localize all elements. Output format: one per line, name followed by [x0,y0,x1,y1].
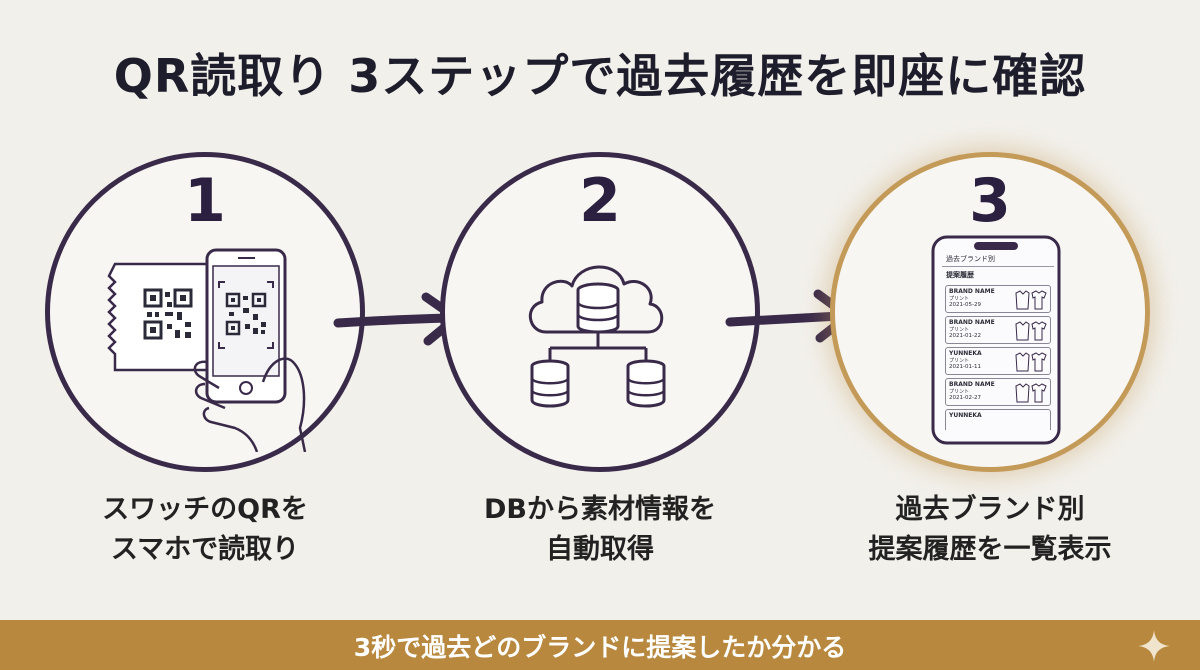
entry-brand: YUNNEKA [949,412,982,419]
entry-date: 2021-01-11 [949,364,981,370]
step-2-caption-line2: 自動取得 [546,534,654,565]
entry-brand: BRAND NAME [949,288,995,295]
step-3-number: 3 [969,166,1011,236]
screen-subheader: 提案履歴 [946,271,974,279]
entry-brand: BRAND NAME [949,319,995,326]
step-2-caption: DBから素材情報を 自動取得 [440,490,760,570]
entry-type: プリント [949,358,970,364]
entry-type: プリント [949,296,970,302]
list-item[interactable]: BRAND NAME プリント 2021-02-27 [945,378,1051,406]
list-item[interactable]: YUNNEKA [945,409,1051,430]
step-2-caption-line1: DBから素材情報を [484,494,716,525]
jacket-icon [1015,290,1047,310]
entry-brand: YUNNEKA [949,350,982,357]
qr-scan-illustration [107,248,307,452]
history-list-screen: 過去ブランド別 提案履歴 BRAND NAME プリント 2021-05-29 … [942,250,1054,430]
footer-banner: 3秒で過去どのブランドに提案したか分かる [0,620,1200,670]
shirt-icon [1015,321,1047,341]
screen-header: 過去ブランド別 [942,250,1054,267]
step-1-caption-line1: スワッチのQRを [102,494,308,525]
list-item[interactable]: BRAND NAME プリント 2021-01-22 [945,316,1051,344]
entry-date: 2021-02-27 [949,395,981,401]
jacket-icon [1015,383,1047,403]
page-title: QR読取り 3ステップで過去履歴を即座に確認 [113,49,1087,103]
database-cloud-icon [529,265,666,408]
step-3-caption-line1: 過去ブランド別 [895,494,1085,525]
entry-date: 2021-05-29 [949,302,981,308]
step-3-caption: 過去ブランド別 提案履歴を一覧表示 [830,490,1150,570]
list-item[interactable]: BRAND NAME プリント 2021-05-29 [945,285,1051,313]
step-1-caption-line2: スマホで読取り [110,534,300,565]
sparkle-icon [1138,630,1170,662]
jacket-icon [1015,352,1047,372]
step-1-number: 1 [184,166,226,236]
step-1-caption: スワッチのQRを スマホで読取り [45,490,365,570]
phone-icon [931,235,1061,445]
entry-brand: BRAND NAME [949,381,995,388]
footer-text: 3秒で過去どのブランドに提案したか分かる [353,633,847,662]
entry-date: 2021-01-22 [949,333,981,339]
step-2-number: 2 [579,166,621,236]
list-item[interactable]: YUNNEKA プリント 2021-01-11 [945,347,1051,375]
entry-type: プリント [949,389,970,395]
entry-type: プリント [949,327,970,333]
step-3-caption-line2: 提案履歴を一覧表示 [868,534,1112,565]
